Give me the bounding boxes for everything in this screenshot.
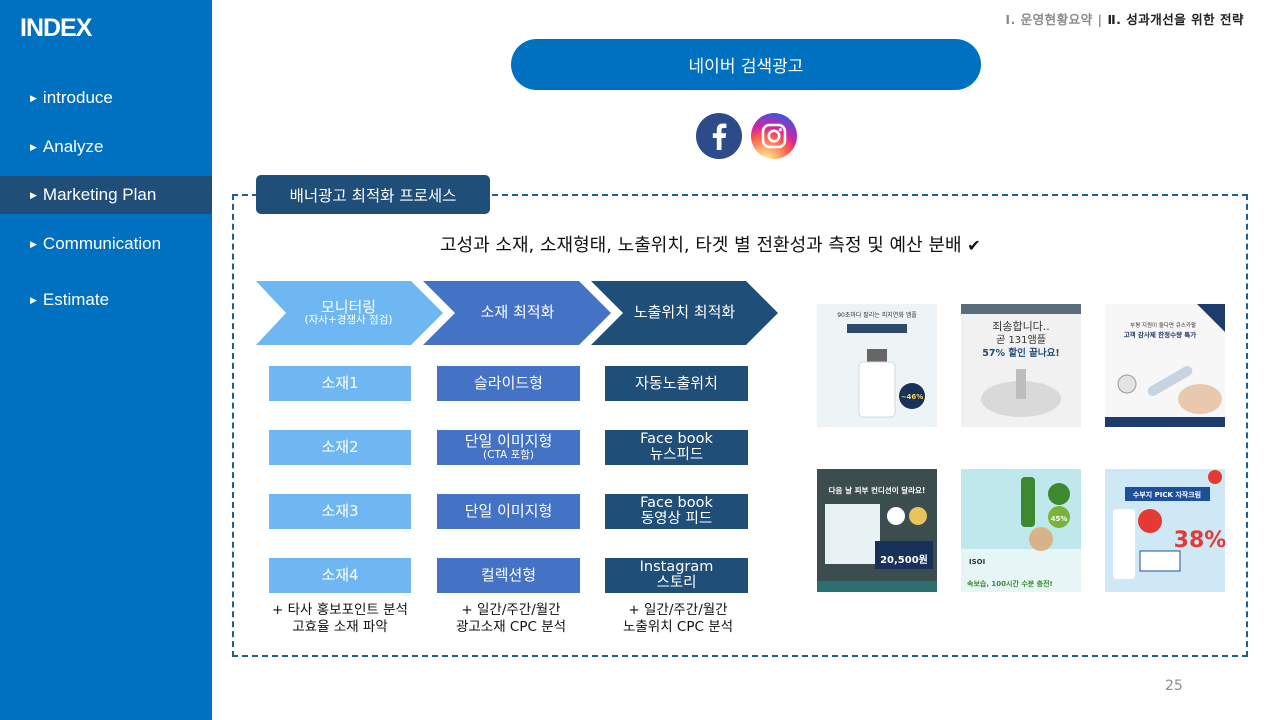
triangle-right-icon: ▶: [30, 238, 37, 249]
placement-label: 자동노출위치: [635, 373, 718, 392]
format-cell[interactable]: 슬라이드형: [437, 366, 580, 401]
chevron-monitoring-label: 모니터링 (자사+경쟁사 점검): [286, 281, 411, 345]
thumb-text: 속보습, 100시간 수분 충전!: [967, 579, 1053, 588]
ad-image: 부평 지원이 돌다면 큐스카펄 고객 감사제 한정수량 특가: [1105, 304, 1225, 427]
note-line: 노출위치 CPC 분석: [622, 618, 734, 635]
thumb-text: 90초마다 팔리는 피지연화 앰플: [837, 311, 917, 319]
thumb-text: 고객 감사제 한정수량 특가: [1124, 330, 1197, 339]
note-line: + 일간/주간/월간: [628, 602, 728, 618]
ad-thumbnail[interactable]: 수부지 PICK 자작크림 38%: [1105, 469, 1225, 592]
sidebar-item-introduce[interactable]: ▶ introduce: [0, 79, 212, 117]
chevron-placement-label: 노출위치 최적화: [633, 303, 736, 322]
triangle-right-icon: ▶: [30, 141, 37, 152]
ad-image: 죄송합니다.. 곧 131앰플 57% 할인 끝나요!: [961, 304, 1081, 427]
thumb-badge: ~46%: [901, 393, 924, 401]
thumb-badge: 45%: [1051, 515, 1068, 523]
ad-image: 90초마다 팔리는 피지연화 앰플 ~46%: [817, 304, 937, 427]
thumb-text: 수부지 PICK 자작크림: [1133, 490, 1201, 499]
sidebar-item-label: Estimate: [42, 290, 110, 309]
process-chevrons: [256, 281, 778, 345]
chevron-monitoring: [256, 281, 443, 345]
ad-thumbnail[interactable]: 죄송합니다.. 곧 131앰플 57% 할인 끝나요!: [961, 304, 1081, 427]
format-label: 컬렉션형: [480, 565, 537, 584]
chevron-sublabel: (자사+경쟁사 점검): [304, 314, 393, 327]
ad-image: 수부지 PICK 자작크림 38%: [1105, 469, 1225, 592]
thumb-text: 죄송합니다..: [992, 320, 1050, 333]
placement-label: Face book: [640, 431, 713, 448]
placement-label-2: 뉴스피드: [649, 446, 704, 463]
page-number: 25: [1165, 678, 1183, 694]
thumb-text: 다음 날 피부 컨디션이 달라요!: [829, 485, 926, 495]
sidebar-item-marketing-plan[interactable]: ▶ Marketing Plan: [0, 176, 212, 214]
chevron-creative-label: 소재 최적화: [480, 303, 555, 322]
process-subtitle: 고성과 소재, 소재형태, 노출위치, 타겟 별 전환성과 측정 및 예산 분배…: [440, 231, 1060, 257]
note-line: + 일간/주간/월간: [461, 602, 561, 618]
sidebar-item-analyze[interactable]: ▶ Analyze: [0, 128, 212, 166]
format-label: 단일 이미지형: [464, 501, 553, 520]
sidebar-item-label: Communication: [42, 234, 162, 253]
placement-label-2: 동영상 피드: [640, 510, 713, 527]
format-label: 단일 이미지형: [464, 432, 553, 451]
breadcrumb-part2[interactable]: Ⅱ. 성과개선을 위한 전략: [1107, 12, 1244, 27]
placement-cell[interactable]: Instagram 스토리: [605, 558, 748, 593]
thumb-discount: 38%: [1174, 528, 1225, 553]
placement-label-2: 스토리: [656, 574, 697, 591]
format-cell[interactable]: 컬렉션형: [437, 558, 580, 593]
note-placement: + 일간/주간/월간 노출위치 CPC 분석: [593, 602, 763, 636]
sidebar-title: INDEX: [20, 14, 92, 42]
ad-thumbnail[interactable]: 90초마다 팔리는 피지연화 앰플 ~46%: [817, 304, 937, 427]
sidebar-item-estimate[interactable]: ▶ Estimate: [0, 281, 212, 319]
ad-thumbnail[interactable]: 45% ISOI 속보습, 100시간 수분 충전!: [961, 469, 1081, 592]
format-cell[interactable]: 단일 이미지형 (CTA 포함): [437, 430, 580, 465]
placement-cell[interactable]: Face book 뉴스피드: [605, 430, 748, 465]
sidebar: INDEX ▶ introduce ▶ Analyze ▶ Marketing …: [0, 0, 212, 720]
thumb-text: 곧 131앰플: [996, 334, 1046, 346]
sidebar-item-label: introduce: [42, 88, 113, 107]
ad-image: 45% ISOI 속보습, 100시간 수분 충전!: [961, 469, 1081, 592]
process-subtitle-text: 고성과 소재, 소재형태, 노출위치, 타겟 별 전환성과 측정 및 예산 분배: [440, 235, 962, 256]
note-creative: + 일간/주간/월간 광고소재 CPC 분석: [426, 602, 596, 636]
checkmark-icon: ✔: [967, 236, 981, 255]
thumb-price: 20,500원: [880, 553, 928, 566]
chevron-placement: [591, 281, 778, 345]
creative-cell[interactable]: 소재1: [269, 366, 411, 401]
sidebar-item-label: Analyze: [42, 137, 104, 156]
placement-label: Instagram: [639, 559, 714, 576]
note-line: 광고소재 CPC 분석: [455, 618, 567, 635]
creative-cell[interactable]: 소재2: [269, 430, 411, 465]
instagram-icon[interactable]: [751, 113, 797, 159]
process-tab: 배너광고 최적화 프로세스: [256, 175, 490, 214]
thumb-text: 57% 할인 끝나요!: [982, 347, 1059, 359]
instagram-glyph: [761, 123, 787, 149]
format-label: 슬라이드형: [473, 373, 543, 392]
chevron-label: 모니터링: [320, 297, 377, 316]
chevron-creative: [423, 281, 611, 345]
ad-thumbnail[interactable]: 다음 날 피부 컨디션이 달라요! 20,500원: [817, 469, 937, 592]
sidebar-item-communication[interactable]: ▶ Communication: [0, 225, 212, 263]
note-line: + 타사 홍보포인트 분석: [272, 602, 408, 618]
note-line: 고효율 소재 파악: [292, 618, 388, 635]
thumb-text: 부평 지원이 돌다면 큐스카펄: [1130, 321, 1196, 329]
placement-cell[interactable]: 자동노출위치: [605, 366, 748, 401]
facebook-glyph: [712, 123, 727, 150]
triangle-right-icon: ▶: [30, 189, 37, 200]
format-sublabel: (CTA 포함): [483, 448, 534, 461]
sidebar-item-label: Marketing Plan: [42, 185, 157, 204]
breadcrumb-part1[interactable]: Ⅰ. 운영현황요약 |: [1005, 12, 1108, 27]
ad-image: 다음 날 피부 컨디션이 달라요! 20,500원: [817, 469, 937, 592]
format-cell[interactable]: 단일 이미지형: [437, 494, 580, 529]
placement-cell[interactable]: Face book 동영상 피드: [605, 494, 748, 529]
placement-label: Face book: [640, 495, 713, 512]
creative-cell[interactable]: 소재4: [269, 558, 411, 593]
process-box: [232, 194, 1248, 657]
breadcrumb: Ⅰ. 운영현황요약 | Ⅱ. 성과개선을 위한 전략: [1005, 9, 1244, 28]
facebook-icon[interactable]: [696, 113, 742, 159]
triangle-right-icon: ▶: [30, 92, 37, 103]
note-monitoring: + 타사 홍보포인트 분석 고효율 소재 파악: [255, 602, 425, 636]
ad-thumbnail[interactable]: 부평 지원이 돌다면 큐스카펄 고객 감사제 한정수량 특가: [1105, 304, 1225, 427]
creative-cell[interactable]: 소재3: [269, 494, 411, 529]
triangle-right-icon: ▶: [30, 294, 37, 305]
page-title: 네이버 검색광고: [511, 39, 981, 90]
thumb-text: ISOI: [969, 558, 985, 566]
